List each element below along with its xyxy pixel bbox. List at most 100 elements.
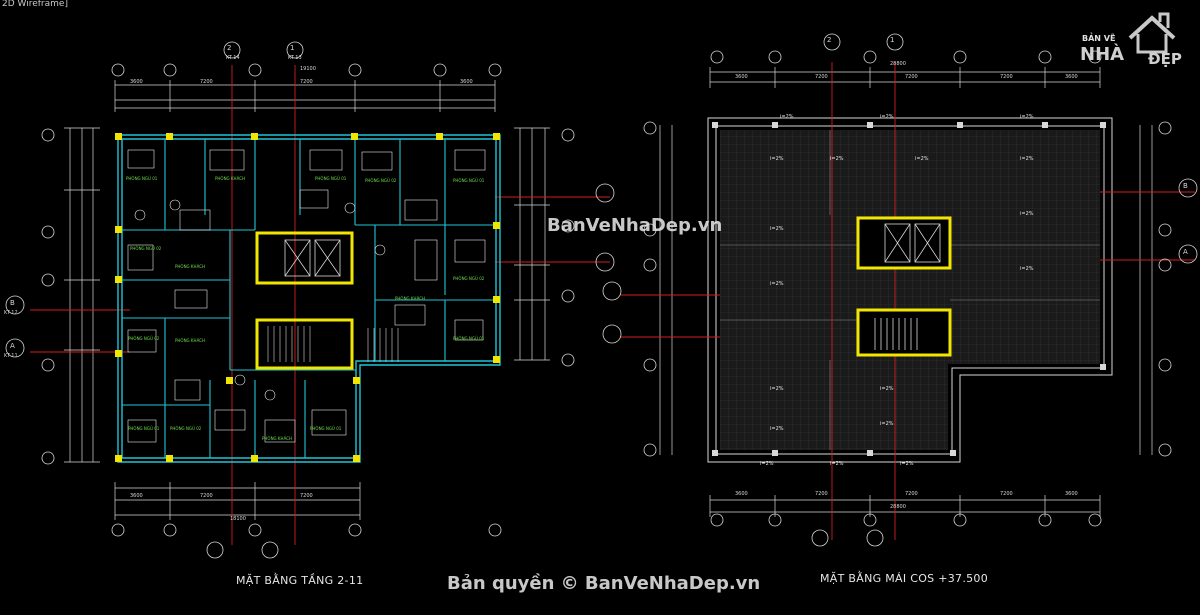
- section-ref-kt12-left: KT-12: [4, 310, 18, 316]
- viewport-label[interactable]: 2D Wireframe]: [2, 0, 68, 9]
- svg-text:7200: 7200: [300, 79, 313, 85]
- dimension-text: 3600 7200 7200 3600 19100 3600 7200 7200 1810…: [130, 66, 473, 522]
- svg-text:PHÒNG KHÁCH: PHÒNG KHÁCH: [215, 176, 245, 181]
- roof-slope-lines: [720, 130, 1100, 450]
- roof-slope-marks: i=2% i=2% i=2% i=2% i=2% i=2% i=2% i=2% i=2% i…: [760, 114, 1034, 467]
- svg-text:3600: 3600: [130, 493, 143, 499]
- svg-text:3600: 3600: [460, 79, 473, 85]
- walls-exterior: [117, 134, 501, 463]
- svg-text:3600: 3600: [130, 79, 143, 85]
- svg-text:i=2%: i=2%: [1020, 114, 1034, 120]
- roof-core-walls: [856, 216, 952, 357]
- svg-text:PHÒNG NGỦ 01: PHÒNG NGỦ 01: [126, 176, 158, 181]
- svg-text:PHÒNG KHÁCH: PHÒNG KHÁCH: [395, 296, 425, 301]
- svg-text:7200: 7200: [815, 74, 828, 80]
- svg-text:i=2%: i=2%: [880, 114, 894, 120]
- svg-text:19100: 19100: [300, 66, 316, 72]
- top-dimension-lines: [114, 80, 496, 112]
- svg-text:7200: 7200: [815, 491, 828, 497]
- svg-text:28800: 28800: [890, 61, 906, 67]
- svg-text:3600: 3600: [735, 74, 748, 80]
- section-marker-b-left[interactable]: B: [10, 299, 15, 307]
- svg-text:i=2%: i=2%: [770, 156, 784, 162]
- watermark-footer: Bản quyền © BanVeNhaDep.vn: [447, 573, 761, 594]
- section-marker-a-left[interactable]: A: [10, 342, 15, 350]
- core-walls: [255, 231, 354, 370]
- logo-line2: NHÀ: [1080, 44, 1125, 65]
- svg-text:PHÒNG NGỦ 02: PHÒNG NGỦ 02: [128, 336, 160, 341]
- svg-text:i=2%: i=2%: [760, 461, 774, 467]
- svg-text:PHÒNG NGỦ 01: PHÒNG NGỦ 01: [128, 426, 160, 431]
- svg-text:7200: 7200: [1000, 491, 1013, 497]
- svg-text:PHÒNG NGỦ 02: PHÒNG NGỦ 02: [170, 426, 202, 431]
- svg-text:PHÒNG NGỦ 01: PHÒNG NGỦ 01: [315, 176, 347, 181]
- elevator-shafts: [284, 239, 341, 277]
- svg-text:PHÒNG KHÁCH: PHÒNG KHÁCH: [262, 436, 292, 441]
- roof-section-marker-1-top[interactable]: 1: [890, 36, 895, 44]
- roof-plan: i=2% i=2% i=2% i=2% i=2% i=2% i=2% i=2% i=2% i…: [602, 33, 1198, 547]
- furniture: [127, 149, 486, 443]
- roof-top-dimension-lines: [659, 67, 1153, 517]
- svg-text:i=2%: i=2%: [915, 156, 929, 162]
- svg-text:PHÒNG NGỦ 02: PHÒNG NGỦ 02: [130, 246, 162, 251]
- section-marker-1-top[interactable]: 1: [290, 44, 295, 52]
- room-text-marks: PHÒNG NGỦ 01 PHÒNG KHÁCH PHÒNG NGỦ 01 PHÒN…: [126, 176, 485, 441]
- grid-bubbles-top: [5, 41, 615, 559]
- svg-text:3600: 3600: [1065, 74, 1078, 80]
- section-cut-lines: [30, 65, 610, 545]
- svg-text:7200: 7200: [905, 74, 918, 80]
- svg-text:i=2%: i=2%: [880, 421, 894, 427]
- svg-text:7200: 7200: [300, 493, 313, 499]
- roof-surface: [720, 130, 1100, 450]
- roof-section-marker-2-top[interactable]: 2: [827, 36, 832, 44]
- svg-text:i=2%: i=2%: [1020, 211, 1034, 217]
- svg-text:i=2%: i=2%: [770, 386, 784, 392]
- svg-text:i=2%: i=2%: [830, 461, 844, 467]
- svg-text:PHÒNG KHÁCH: PHÒNG KHÁCH: [175, 264, 205, 269]
- plan-title-roof: MẶT BẰNG MÁI COS +37.500: [820, 572, 989, 585]
- svg-text:PHÒNG NGỦ 01: PHÒNG NGỦ 01: [310, 426, 342, 431]
- roof-core-detail: [874, 223, 941, 350]
- roof-columns: [712, 122, 1106, 456]
- svg-text:i=2%: i=2%: [770, 426, 784, 432]
- section-ref-kt14-top: KT-14: [226, 55, 240, 61]
- watermark-center: BanVeNhaDep.vn: [547, 215, 723, 236]
- svg-text:7200: 7200: [200, 79, 213, 85]
- right-dimension-lines: [514, 127, 550, 361]
- svg-text:18100: 18100: [230, 516, 246, 522]
- svg-text:PHÒNG NGỦ 01: PHÒNG NGỦ 01: [453, 336, 485, 341]
- svg-text:PHÒNG NGỦ 02: PHÒNG NGỦ 02: [365, 178, 397, 183]
- house-icon: [1128, 12, 1176, 54]
- left-dimension-lines: [64, 127, 100, 463]
- svg-text:3600: 3600: [735, 491, 748, 497]
- plan-title-typical-floor: MẶT BẰNG TẦNG 2-11: [236, 574, 364, 587]
- svg-text:PHÒNG NGỦ 01: PHÒNG NGỦ 01: [453, 178, 485, 183]
- roof-section-marker-b-right[interactable]: B: [1183, 182, 1188, 190]
- svg-text:i=2%: i=2%: [780, 114, 794, 120]
- svg-text:i=2%: i=2%: [1020, 156, 1034, 162]
- section-ref-kt11-left: KT-11: [4, 353, 18, 359]
- roof-grid-bubbles: [602, 33, 1198, 547]
- svg-text:7200: 7200: [1000, 74, 1013, 80]
- floor-plan-typical: PHÒNG NGỦ 01 PHÒNG KHÁCH PHÒNG NGỦ 01 PHÒN…: [5, 41, 615, 559]
- svg-text:7200: 7200: [905, 491, 918, 497]
- logo-line1: BẢN VẼ: [1082, 34, 1116, 43]
- roof-section-marker-a-right[interactable]: A: [1183, 248, 1188, 256]
- logo-line3: ĐẸP: [1148, 50, 1182, 68]
- svg-text:i=2%: i=2%: [900, 461, 914, 467]
- section-ref-kt13-top: KT-13: [288, 55, 302, 61]
- svg-text:i=2%: i=2%: [770, 281, 784, 287]
- bottom-dimension-lines: [114, 482, 361, 520]
- svg-text:PHÒNG NGỦ 02: PHÒNG NGỦ 02: [453, 276, 485, 281]
- site-logo[interactable]: BẢN VẼ NHÀ ĐẸP: [1074, 10, 1192, 80]
- structural-columns: [115, 133, 500, 462]
- svg-text:i=2%: i=2%: [1020, 266, 1034, 272]
- svg-text:28800: 28800: [890, 504, 906, 510]
- svg-text:7200: 7200: [200, 493, 213, 499]
- walls-interior: [122, 139, 496, 458]
- section-marker-2-top[interactable]: 2: [227, 44, 232, 52]
- svg-text:PHÒNG KHÁCH: PHÒNG KHÁCH: [175, 338, 205, 343]
- svg-text:i=2%: i=2%: [880, 386, 894, 392]
